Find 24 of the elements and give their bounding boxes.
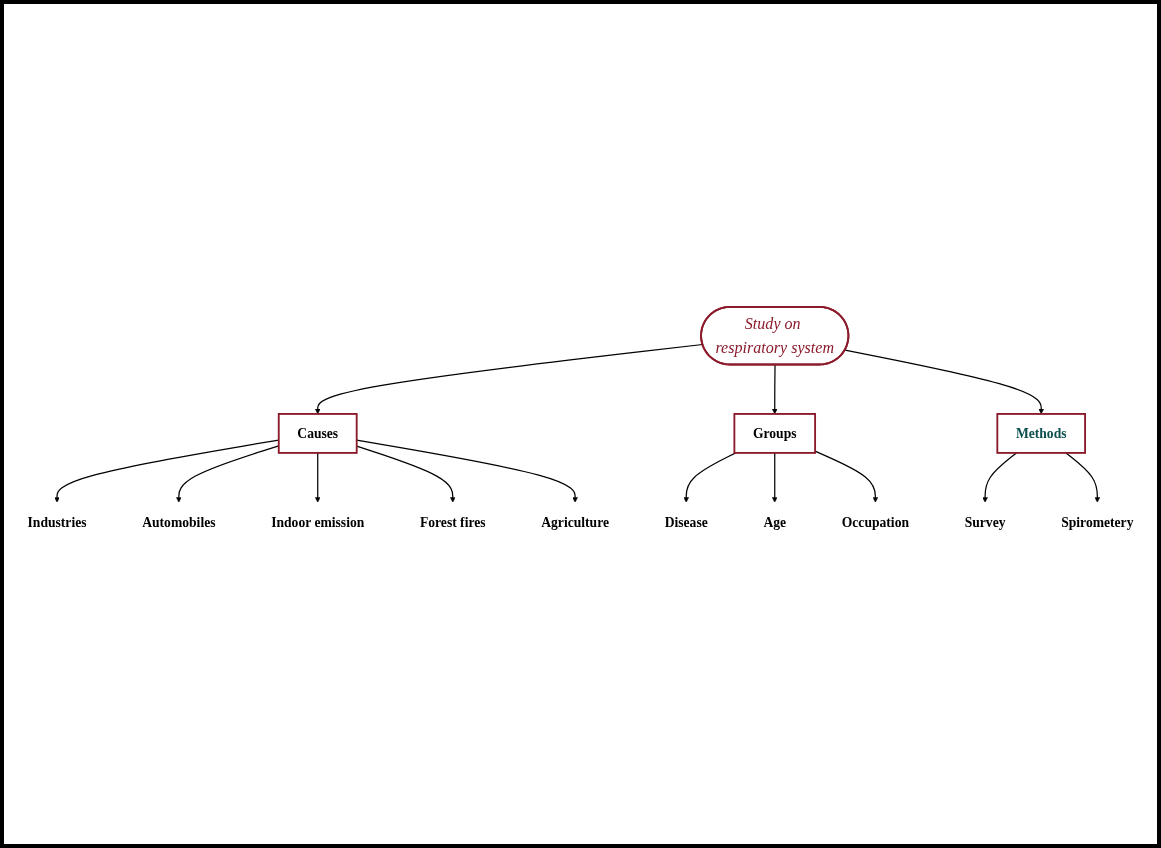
node-box: Causes <box>277 412 358 454</box>
arrow <box>772 452 778 503</box>
arrow <box>356 439 578 503</box>
arrow <box>315 452 321 503</box>
node-text: Forest fires <box>419 513 486 530</box>
arrow <box>814 450 879 503</box>
arrow <box>1065 452 1101 503</box>
node-box: Groups <box>733 412 817 454</box>
arrow <box>772 364 778 415</box>
arrow <box>683 452 737 503</box>
node-text: Age <box>763 513 787 530</box>
node-box: Methods <box>996 412 1086 454</box>
node-text: Indoor emission <box>271 513 365 530</box>
node-text: Occupation <box>841 513 910 530</box>
arrow <box>315 343 704 415</box>
node-text: Agriculture <box>541 513 609 530</box>
arrow <box>982 452 1018 503</box>
node-text: Automobiles <box>142 513 216 530</box>
arrow <box>844 349 1044 415</box>
arrow <box>356 445 456 503</box>
node-text: Disease <box>664 513 708 530</box>
node-text: Industries <box>27 513 87 530</box>
node-text: Survey <box>964 513 1006 530</box>
node-text: Spirometery <box>1061 513 1134 530</box>
